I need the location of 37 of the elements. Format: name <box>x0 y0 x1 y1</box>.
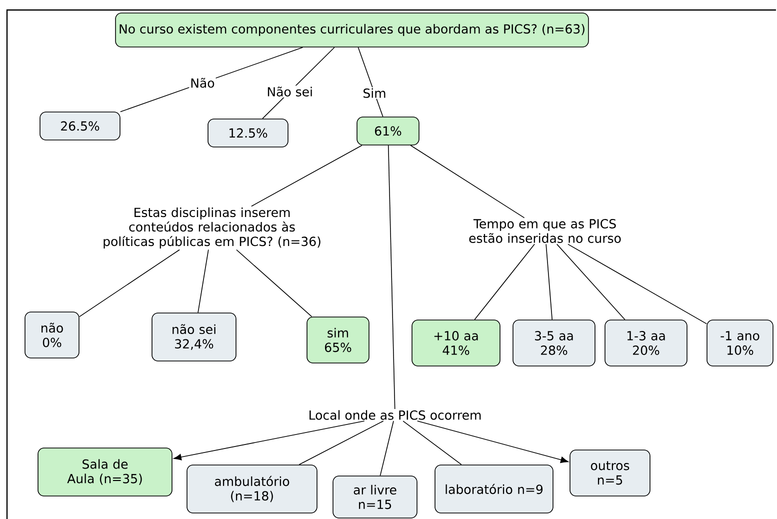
edge-label: Não sei <box>266 86 314 98</box>
concept-box: 3-5 aa 28% <box>512 320 596 366</box>
connector <box>388 145 396 410</box>
connector <box>546 244 553 320</box>
concept-text: Tempo em que as PICS estão inseridas no curso <box>469 219 621 243</box>
connector <box>402 420 462 465</box>
connector <box>474 244 535 320</box>
concept-box: ar livre n=15 <box>332 476 418 518</box>
concept-box: não sei 32,4% <box>152 312 236 362</box>
concept-box: No curso existem componentes curriculares que abordam as PICS? (n=63) <box>115 12 589 48</box>
connector <box>416 420 568 463</box>
edge-label: Não <box>189 76 216 89</box>
concept-box: +10 aa 41% <box>412 320 500 366</box>
connector <box>79 249 180 318</box>
concept-box: 26.5% <box>40 112 120 140</box>
concept-text: Local onde as PICS ocorrem <box>310 410 481 420</box>
connector <box>410 145 525 218</box>
concept-box: 12.5% <box>208 118 288 148</box>
connector <box>236 249 312 317</box>
concept-box: laboratório n=9 <box>434 464 554 514</box>
concept-box: 1-3 aa 20% <box>604 320 688 366</box>
connector <box>556 244 626 320</box>
concept-box: Sala de Aula (n=35) <box>38 448 172 496</box>
connector <box>298 420 384 465</box>
concept-box: sim 65% <box>306 316 370 364</box>
concept-box: não 0% <box>24 312 80 358</box>
concept-box: ambulatório (n=18) <box>186 464 318 514</box>
concept-box: outros n=5 <box>570 450 650 496</box>
connector <box>380 420 394 476</box>
connector <box>198 249 209 313</box>
concept-text: Estas disciplinas inserem conteúdos relacionados às políticas públicas em PICS? (n=36) <box>104 207 320 249</box>
edge-label: Sim <box>362 87 388 99</box>
connector <box>568 244 707 324</box>
connector <box>251 145 362 207</box>
connector <box>174 420 365 460</box>
concept-box: 61% <box>356 116 420 146</box>
concept-box: -1 ano 10% <box>706 320 774 366</box>
